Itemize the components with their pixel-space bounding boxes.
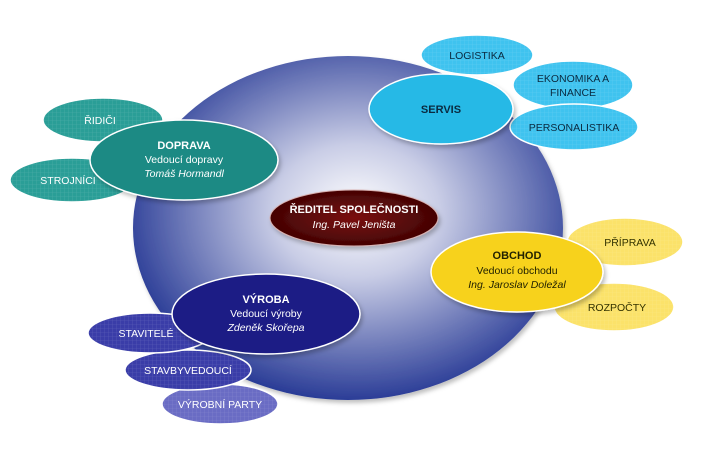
priprava-label: PŘÍPRAVA bbox=[604, 236, 656, 249]
vyrobni-party-label: VÝROBNÍ PARTY bbox=[178, 398, 262, 411]
doprava-head-name: Tomáš Hormandl bbox=[144, 168, 224, 180]
logistika-label: LOGISTIKA bbox=[449, 50, 504, 62]
obchod-role: Vedoucí obchodu bbox=[476, 265, 557, 277]
obchod-title: OBCHOD bbox=[493, 250, 542, 262]
servis-title: SERVIS bbox=[421, 104, 461, 116]
stavitele-label: STAVITELÉ bbox=[118, 327, 173, 340]
vyroba-node: VÝROBA Vedoucí výroby Zdeněk Skořepa bbox=[171, 273, 361, 355]
rozpocty-label: ROZPOČTY bbox=[588, 301, 646, 314]
doprava-role: Vedoucí dopravy bbox=[145, 154, 224, 166]
personalistika-label: PERSONALISTIKA bbox=[529, 122, 619, 134]
servis-subunits: LOGISTIKA EKONOMIKA A FINANCE PERSONALIS… bbox=[420, 34, 639, 151]
stavbyvedouci-label: STAVBYVEDOUCÍ bbox=[144, 364, 232, 377]
doprava-node: DOPRAVA Vedoucí dopravy Tomáš Hormandl bbox=[89, 119, 279, 201]
ekonomika-label-line1: EKONOMIKA A bbox=[537, 73, 609, 85]
director-node: ŘEDITEL SPOLEČNOSTI Ing. Pavel Jeništa bbox=[269, 189, 439, 247]
obchod-head-name: Ing. Jaroslav Doležal bbox=[468, 279, 566, 291]
director-name: Ing. Pavel Jeništa bbox=[313, 219, 396, 231]
ekonomika-label-line2: FINANCE bbox=[550, 87, 596, 99]
vyroba-title: VÝROBA bbox=[242, 293, 289, 306]
obchod-node: OBCHOD Vedoucí obchodu Ing. Jaroslav Dol… bbox=[430, 231, 604, 313]
director-title: ŘEDITEL SPOLEČNOSTI bbox=[290, 203, 419, 216]
servis-node: SERVIS bbox=[368, 73, 514, 145]
vyroba-head-name: Zdeněk Skořepa bbox=[226, 322, 304, 334]
vyroba-role: Vedoucí výroby bbox=[230, 308, 303, 320]
ridici-label: ŘIDIČI bbox=[84, 114, 116, 127]
doprava-title: DOPRAVA bbox=[157, 140, 210, 152]
strojnici-label: STROJNÍCI bbox=[40, 174, 95, 187]
